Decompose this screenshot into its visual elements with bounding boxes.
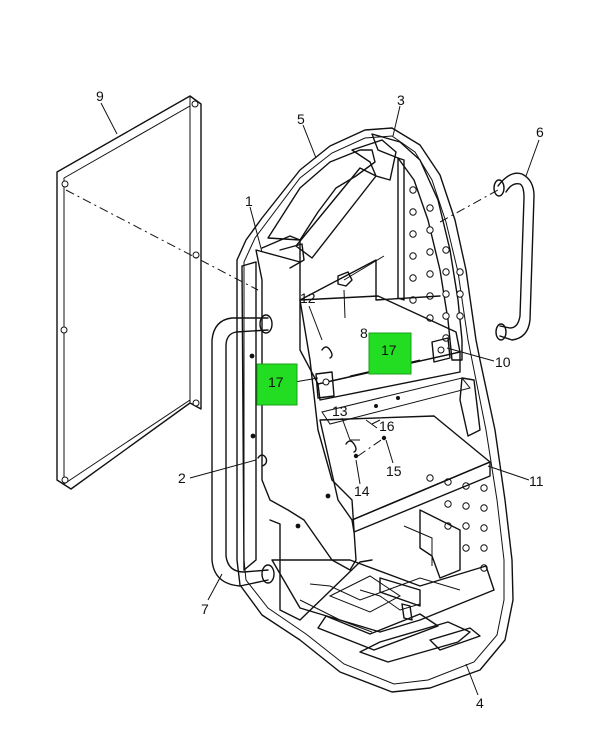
highlight-box-17-left — [256, 363, 298, 406]
callout-10: 10 — [495, 354, 511, 370]
callout-9: 9 — [96, 88, 104, 104]
front-plate-part-3 — [371, 133, 463, 361]
middle-shelf-part-11 — [319, 415, 491, 533]
vertical-bracket-part-1 — [249, 235, 357, 571]
callout-2: 2 — [178, 470, 186, 486]
cabinet-shell-part-4 — [236, 127, 514, 693]
side-panel-part-9 — [56, 95, 202, 490]
small-hardware — [257, 346, 400, 467]
alignment-centerline-9 — [65, 189, 259, 291]
callout-8: 8 — [360, 325, 368, 341]
highlight-box-17-upper — [368, 332, 412, 375]
callout-6: 6 — [536, 124, 544, 140]
callout-15: 15 — [386, 463, 402, 479]
callout-7: 7 — [201, 601, 209, 617]
callout-3: 3 — [397, 92, 405, 108]
top-cover-part-5 — [267, 149, 376, 241]
handle-part-6 — [493, 172, 535, 341]
callout-1: 1 — [245, 193, 253, 209]
callout-labels: 1 2 3 4 5 6 7 8 9 10 11 12 13 14 15 16 1… — [96, 88, 544, 711]
callout-5: 5 — [297, 111, 305, 127]
alignment-centerline-6 — [439, 189, 499, 223]
lower-frame — [269, 509, 495, 663]
callout-14: 14 — [354, 483, 370, 499]
callout-17-upper: 17 — [381, 342, 397, 358]
callout-11: 11 — [529, 473, 544, 489]
left-frame — [241, 261, 257, 571]
bolt-part-8 — [337, 255, 385, 287]
callout-12: 12 — [300, 290, 316, 306]
handle-part-7 — [211, 314, 275, 587]
callout-4: 4 — [476, 695, 484, 711]
leader-lines — [100, 102, 540, 696]
callout-13: 13 — [332, 403, 348, 419]
callout-16: 16 — [379, 418, 395, 434]
callout-17-left: 17 — [268, 374, 284, 390]
